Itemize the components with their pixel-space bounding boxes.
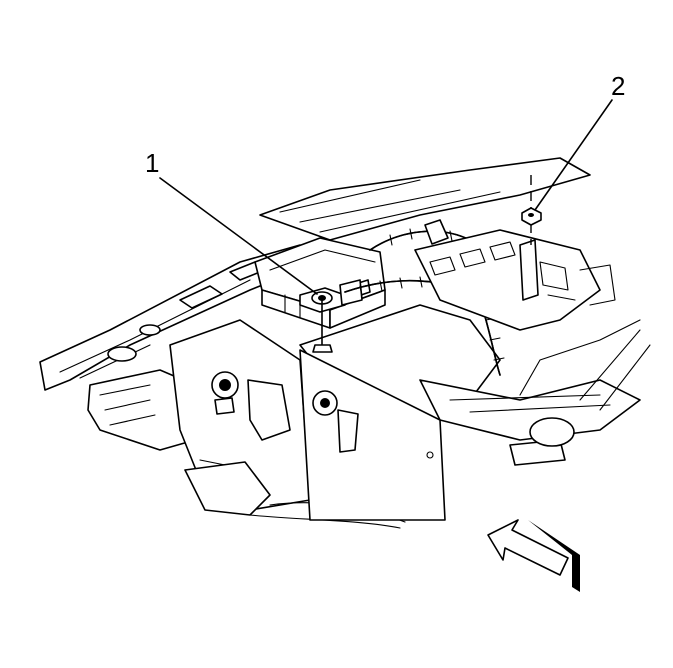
junction-block [414, 229, 616, 331]
module-mounting-stud [299, 279, 363, 353]
mounting-nut [521, 175, 542, 245]
callout-1: 1 [145, 148, 318, 295]
callout-label-2: 2 [611, 71, 625, 101]
callout-2: 2 [534, 71, 625, 211]
vehicle-body-structure [39, 157, 651, 529]
callout-label-1: 1 [145, 148, 159, 178]
direction-arrow-icon [487, 519, 580, 592]
